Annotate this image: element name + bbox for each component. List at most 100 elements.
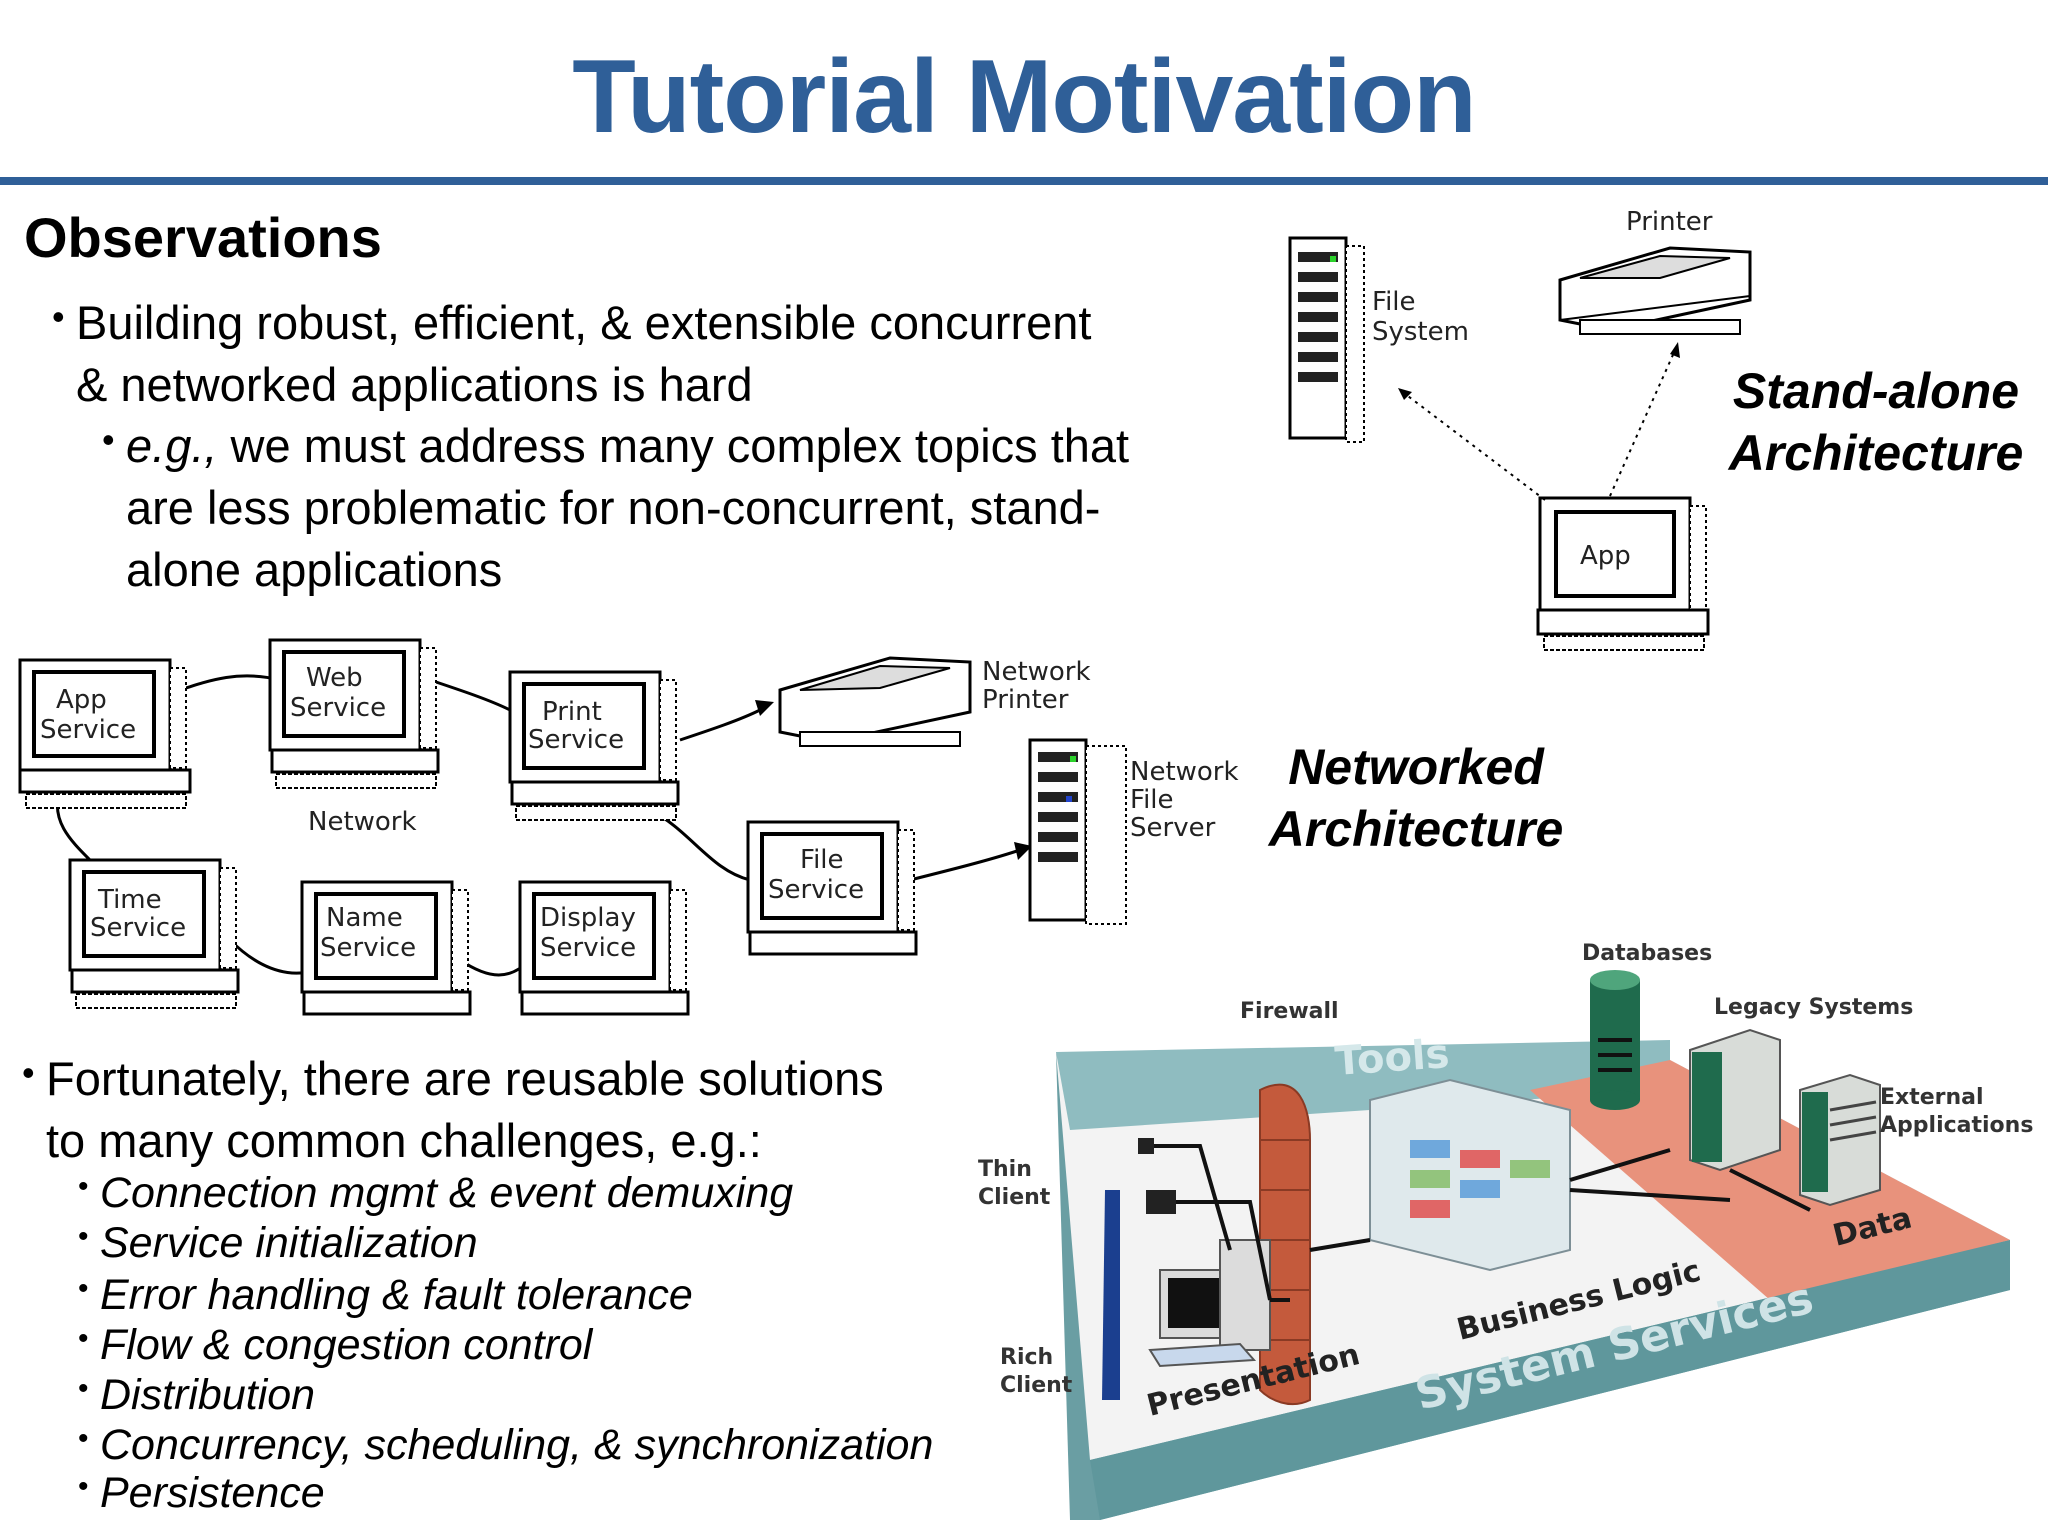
app-label: App bbox=[1580, 541, 1631, 571]
node-label: Time bbox=[97, 885, 162, 915]
node-label: Service bbox=[290, 693, 386, 723]
network-label: Network bbox=[308, 807, 417, 837]
rich-client-label-l2: Client bbox=[1000, 1373, 1073, 1398]
network-printer-label: Network bbox=[982, 657, 1091, 687]
node-label: Print bbox=[542, 697, 602, 727]
node-label: Display bbox=[540, 903, 636, 933]
database-icon bbox=[1590, 970, 1640, 1110]
bullet-dot: • bbox=[52, 296, 65, 337]
sub-bullet-line: are less problematic for non-concurrent,… bbox=[126, 481, 1101, 534]
challenge-text: Distribution bbox=[100, 1371, 316, 1419]
node-label: Service bbox=[768, 875, 864, 905]
app-to-printer-arrow bbox=[1609, 347, 1677, 497]
bullet-dot: • bbox=[102, 419, 115, 460]
app-service-computer bbox=[18, 658, 192, 809]
challenge-text: Error handling & fault tolerance bbox=[100, 1271, 693, 1319]
bullet-dot: • bbox=[78, 1470, 89, 1503]
title-divider bbox=[0, 177, 2048, 185]
observation-sub-bullet: • e.g., we must address many complex top… bbox=[102, 415, 1129, 601]
challenge-text: Service initialization bbox=[100, 1219, 478, 1267]
challenge-text: Concurrency, scheduling, & synchronizati… bbox=[100, 1421, 934, 1469]
bullet-dot: • bbox=[78, 1220, 89, 1253]
caption-line: Networked bbox=[1288, 739, 1544, 795]
tools-label: Tools bbox=[1333, 1031, 1450, 1085]
node-label: Service bbox=[320, 933, 416, 963]
bullet-dot: • bbox=[22, 1052, 35, 1093]
web-service-computer bbox=[268, 638, 440, 789]
networked-caption: Networked Architecture bbox=[1256, 736, 1576, 860]
arrowhead bbox=[1398, 388, 1412, 400]
challenge-item: • Concurrency, scheduling, & synchronizat… bbox=[78, 1420, 934, 1470]
standalone-caption: Stand-alone Architecture bbox=[1706, 360, 2046, 484]
external-applications-icon bbox=[1799, 1073, 1881, 1207]
legacy-systems-label: Legacy Systems bbox=[1714, 995, 1913, 1020]
sub-bullet-line: e.g., we must address many complex topic… bbox=[126, 415, 1129, 477]
business-logic-cube-icon bbox=[1369, 1078, 1571, 1272]
network-file-label: Network bbox=[1130, 757, 1239, 787]
thin-client-icon bbox=[1138, 1138, 1176, 1214]
time-service-computer bbox=[68, 858, 240, 1009]
app-to-file-arrow bbox=[1399, 389, 1546, 501]
thin-client-label-l1: Thin bbox=[978, 1157, 1032, 1182]
node-label: Name bbox=[326, 903, 403, 933]
network-cable bbox=[55, 674, 1021, 977]
printer-label: Printer bbox=[1626, 207, 1713, 237]
bullet-dot: • bbox=[78, 1372, 89, 1405]
file-label-l1: File bbox=[1372, 287, 1416, 317]
rich-client-computer-icon bbox=[1148, 1239, 1271, 1368]
node-label: Service bbox=[40, 715, 136, 745]
node-label: Service bbox=[90, 913, 186, 943]
fortunately-bullet: • Fortunately, there are reusable soluti… bbox=[22, 1048, 884, 1172]
arrowhead bbox=[1014, 842, 1032, 860]
slide-title: Tutorial Motivation bbox=[572, 39, 1476, 155]
bullet-text-line: Fortunately, there are reusable solution… bbox=[46, 1052, 884, 1105]
print-service-computer bbox=[508, 670, 680, 821]
network-file-server-icon bbox=[1028, 738, 1127, 925]
challenge-text: Flow & congestion control bbox=[100, 1321, 593, 1369]
node-label: File bbox=[800, 845, 844, 875]
system-services-strip bbox=[1090, 1240, 2010, 1520]
network-printer-label: Printer bbox=[982, 685, 1069, 715]
external-label-l1: External bbox=[1880, 1085, 1984, 1110]
networked-architecture-diagram: App Service Web Service Print Service Ne… bbox=[18, 638, 1239, 1016]
node-label: Service bbox=[540, 933, 636, 963]
bullet-text-line: & networked applications is hard bbox=[76, 358, 753, 411]
challenge-item: • Connection mgmt & event demuxing bbox=[78, 1168, 794, 1218]
network-file-label: File bbox=[1130, 785, 1174, 815]
eg-text: e.g., bbox=[126, 419, 218, 472]
observation-bullet: • Building robust, efficient, & extensib… bbox=[52, 292, 1091, 416]
data-zone bbox=[1530, 1060, 2010, 1300]
file-system-server-icon bbox=[1288, 236, 1365, 443]
bullet-dot: • bbox=[78, 1422, 89, 1455]
caption-line: Stand-alone bbox=[1732, 363, 2020, 419]
multi-tier-architecture-illustration: Firewall Databases Legacy Systems Extern… bbox=[978, 941, 2033, 1520]
bullet-dot: • bbox=[78, 1170, 89, 1203]
observations-heading: Observations bbox=[24, 206, 382, 269]
challenge-item: •Error handling & fault tolerance bbox=[78, 1270, 693, 1320]
standalone-architecture-diagram: File System Printer App bbox=[1288, 207, 1752, 651]
node-label: App bbox=[56, 685, 107, 715]
challenge-item: • Service initialization bbox=[78, 1218, 478, 1268]
challenge-text: Connection mgmt & event demuxing bbox=[100, 1169, 794, 1217]
caption-line: Architecture bbox=[1268, 801, 1564, 857]
display-service-computer bbox=[518, 880, 690, 1016]
printer-icon bbox=[1558, 246, 1752, 335]
external-label-l2: Applications bbox=[1880, 1113, 2033, 1138]
connection-wires bbox=[1154, 1144, 1811, 1302]
client-gradient-wedge bbox=[1102, 1190, 1120, 1400]
firewall-label: Firewall bbox=[1240, 999, 1339, 1024]
app-computer-icon bbox=[1536, 496, 1710, 651]
network-file-label: Server bbox=[1130, 813, 1216, 843]
challenge-item: • Persistence bbox=[78, 1468, 325, 1518]
file-service-computer bbox=[746, 820, 918, 956]
tools-strip bbox=[1056, 1040, 1670, 1130]
arrowhead bbox=[1670, 342, 1680, 358]
bullet-text-line: to many common challenges, e.g.: bbox=[46, 1114, 762, 1167]
challenge-item: •Flow & congestion control bbox=[78, 1320, 593, 1370]
node-label: Web bbox=[306, 663, 363, 693]
file-label-l2: System bbox=[1372, 317, 1469, 347]
node-label: Service bbox=[528, 725, 624, 755]
sub-bullet-text: we must address many complex topics that bbox=[217, 419, 1130, 472]
databases-label: Databases bbox=[1582, 941, 1712, 966]
challenge-text: Persistence bbox=[100, 1469, 325, 1517]
